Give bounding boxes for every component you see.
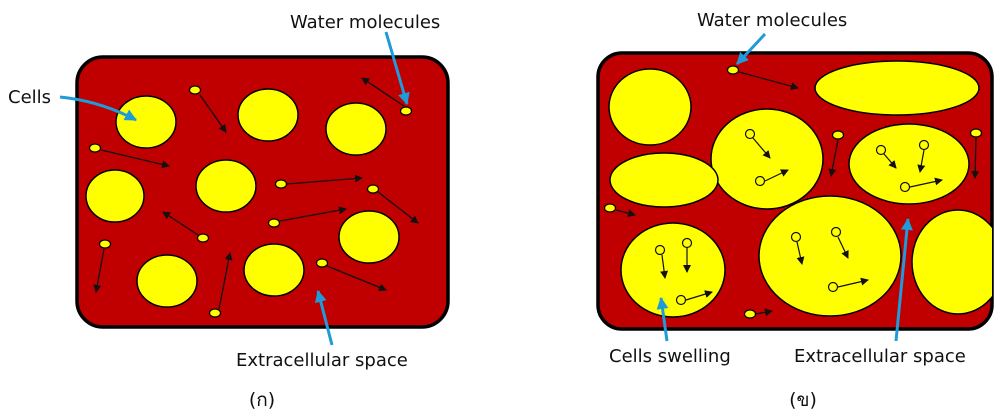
cell <box>238 89 298 141</box>
water-molecule <box>269 219 280 227</box>
label-cells: Cells <box>8 87 51 108</box>
cell <box>339 211 399 263</box>
cell <box>116 96 176 148</box>
water-molecule <box>605 204 616 212</box>
water-molecule <box>190 86 201 94</box>
cell <box>244 244 304 296</box>
water-molecule <box>368 185 379 193</box>
panel-a: Water molecules Cells Extracellular spac… <box>8 12 448 411</box>
water-molecule <box>728 66 739 74</box>
label-extracellular-space: Extracellular space <box>236 350 408 371</box>
water-molecule <box>745 310 756 318</box>
swollen-cell <box>912 210 997 314</box>
swollen-cell <box>609 69 691 145</box>
water-molecule <box>971 129 982 137</box>
water-molecule <box>276 180 287 188</box>
cell <box>326 103 386 155</box>
panel-b: Water molecules Cells swelling Extracell… <box>598 10 997 411</box>
water-molecule <box>198 234 209 242</box>
label-water-molecules: Water molecules <box>697 10 847 31</box>
swollen-cell <box>759 196 901 316</box>
water-molecule <box>210 309 221 317</box>
swollen-cell <box>849 124 969 204</box>
water-molecule <box>90 144 101 152</box>
caption-panel-b: (ข) <box>789 389 817 411</box>
swollen-cell <box>815 61 979 115</box>
swollen-cell <box>610 153 718 207</box>
label-cells-swelling: Cells swelling <box>609 346 731 367</box>
cell <box>137 255 197 307</box>
cell <box>196 160 256 212</box>
swollen-cell <box>711 109 823 209</box>
label-water-molecules: Water molecules <box>290 12 440 33</box>
label-extracellular-space: Extracellular space <box>794 346 966 367</box>
swollen-cell <box>621 223 725 317</box>
water-molecule <box>100 240 111 248</box>
water-molecule <box>833 131 844 139</box>
cell <box>86 170 144 222</box>
water-molecule <box>317 259 328 267</box>
water-molecule <box>401 107 412 115</box>
caption-panel-a: (ก) <box>249 389 275 411</box>
